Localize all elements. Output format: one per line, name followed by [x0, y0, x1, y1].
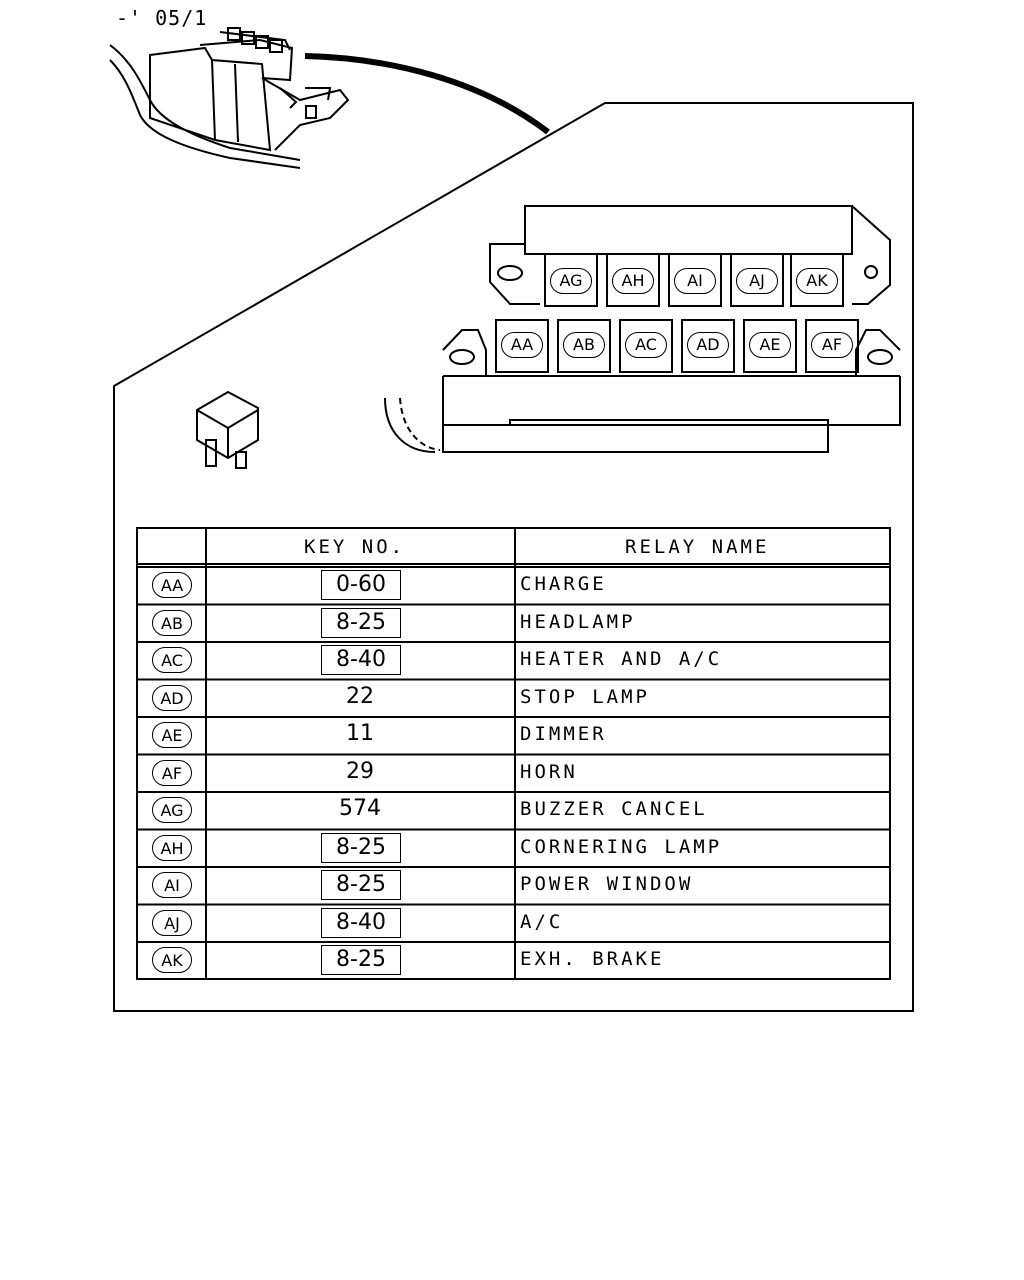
date-code: -' 05/1: [116, 6, 208, 30]
key-number: 11: [346, 721, 374, 746]
row-id-badge-ag: AG: [152, 797, 192, 823]
slot-badge-ak: AK: [796, 268, 838, 294]
relay-name: POWER WINDOW: [520, 873, 694, 895]
key-number: 29: [346, 758, 374, 784]
row-id-badge-ac: AC: [152, 647, 192, 673]
relay-name: A/C: [520, 910, 564, 933]
row-id-badge-ab: AB: [152, 609, 192, 636]
slot-badge-ad: AD: [687, 332, 729, 358]
relay-name: HEATER AND A/C: [520, 648, 723, 670]
slot-badge-af: AF: [811, 332, 853, 358]
slot-badge-ae: AE: [749, 332, 791, 358]
key-number: 8-40: [321, 645, 401, 675]
row-id-badge-ak: AK: [152, 947, 192, 973]
relay-name: HEADLAMP: [520, 610, 636, 633]
column-header-key: KEY NO.: [304, 536, 406, 558]
harness-sketch: [109, 27, 350, 169]
row-id-badge-af: AF: [152, 759, 192, 786]
relay-name: HORN: [520, 760, 578, 783]
column-header-relay-name: RELAY NAME: [625, 536, 770, 558]
key-number: 8-40: [321, 907, 401, 938]
key-number: 8-25: [321, 607, 401, 638]
relay-block: [384, 205, 901, 453]
key-number: 22: [346, 683, 374, 709]
row-id-badge-ae: AE: [152, 722, 192, 748]
key-number: 8-25: [321, 832, 401, 863]
key-number: 0-60: [321, 570, 401, 600]
slot-badge-ab: AB: [563, 332, 605, 358]
slot-badge-aa: AA: [501, 332, 543, 358]
key-number: 8-25: [321, 870, 401, 900]
slot-badge-ai: AI: [674, 268, 716, 294]
relay-name: CHARGE: [520, 573, 607, 595]
relay-name: DIMMER: [520, 723, 607, 745]
row-id-badge-aa: AA: [152, 572, 192, 598]
relay-name: BUZZER CANCEL: [520, 798, 708, 820]
relay-name: CORNERING LAMP: [520, 835, 723, 858]
relay-name: STOP LAMP: [520, 685, 650, 708]
row-id-badge-ai: AI: [152, 872, 192, 898]
pointer-arrow: [304, 53, 550, 135]
row-id-badge-aj: AJ: [152, 909, 192, 936]
detail-panel: [113, 102, 914, 1012]
slot-badge-ah: AH: [612, 268, 654, 294]
relay-name: EXH. BRAKE: [520, 948, 665, 970]
row-id-badge-ah: AH: [152, 834, 192, 861]
row-id-badge-ad: AD: [152, 684, 192, 711]
slot-badge-ac: AC: [625, 332, 667, 358]
key-number: 8-25: [321, 945, 401, 975]
slot-badge-aj: AJ: [736, 268, 778, 294]
relay-cube: [196, 390, 259, 469]
slot-badge-ag: AG: [550, 268, 592, 294]
key-number: 574: [339, 796, 381, 821]
